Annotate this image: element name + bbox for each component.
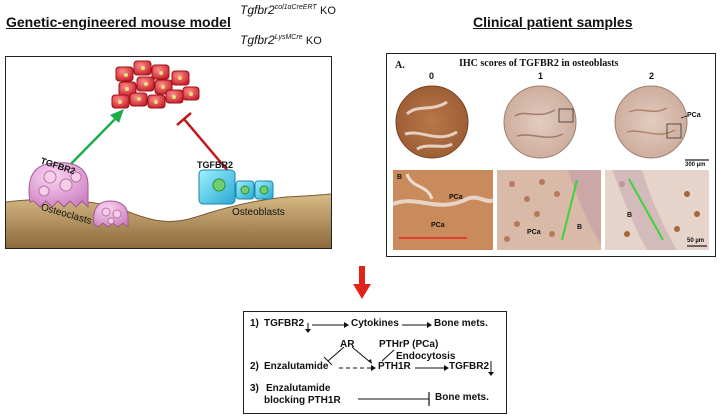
down-arrow	[353, 266, 371, 299]
mechanism-summary-box: 1) TGFBR2 Cytokines Bone mets. AR PTHrP …	[243, 311, 507, 414]
step-2-number: 2)	[250, 361, 259, 372]
panel-letter: A.	[395, 60, 405, 71]
b-label-0: B	[397, 174, 403, 181]
core-score-1	[503, 85, 577, 159]
activate-arrow	[65, 114, 120, 170]
step-2-pthrp: PTHrP (PCa)	[379, 339, 439, 350]
ihc-micrographs	[392, 85, 709, 250]
step-2-tgfbr2: TGFBR2	[449, 361, 489, 372]
pca-label-1: PCa	[527, 229, 541, 236]
step-1-number: 1)	[250, 318, 259, 329]
pca-label-top: PCa	[687, 112, 701, 119]
gene-base: Tgfbr2	[240, 33, 275, 47]
green-bone-marker	[628, 178, 664, 241]
bone-surface	[6, 194, 331, 248]
mechanism-arrows	[305, 322, 494, 406]
osteoblasts-label: Osteoblasts	[232, 207, 285, 218]
mouse-model-panel: TGFBR2 TGFBR2 Osteoclasts Osteoblasts	[5, 56, 332, 249]
ko-label: KO	[320, 5, 336, 17]
score-label-1: 1	[538, 71, 544, 81]
scale-label-bottom: 50 µm	[687, 238, 705, 244]
osteoclast-large	[28, 162, 89, 209]
score-label-2: 2	[649, 71, 655, 81]
mouse-model-illustration	[6, 60, 331, 248]
core-score-2	[614, 85, 688, 159]
inhibit-line	[183, 118, 229, 172]
clinical-ihc-panel: A. IHC scores of TGFBR2 in osteoblasts 0…	[386, 53, 716, 257]
osteoblast-cells	[198, 169, 274, 205]
ihc-header: IHC scores of TGFBR2 in osteoblasts	[459, 58, 619, 69]
tumor-cell-cluster	[111, 60, 200, 109]
clinical-samples-title: Clinical patient samples	[473, 14, 633, 30]
zoom-score-0	[393, 170, 493, 250]
gene-label-osteoclast-ko: Tgfbr2LysMCre KO	[240, 33, 322, 47]
step-2-enzalutamide: Enzalutamide	[264, 361, 329, 372]
gene-label-osteoblast-ko: Tgfbr2col1αCreERT KO	[240, 3, 336, 17]
b-label-2: B	[627, 212, 633, 219]
b-label-1: B	[577, 224, 583, 231]
pca-label-0a: PCa	[449, 194, 463, 201]
step-3-number: 3)	[250, 383, 259, 394]
gene-superscript: col1αCreERT	[274, 4, 317, 11]
step-1-bone-mets: Bone mets.	[434, 318, 488, 329]
step-2-pth1r: PTH1R	[378, 361, 411, 372]
score-label-0: 0	[429, 71, 435, 81]
tgfbr2-osteoblast-label: TGFBR2	[197, 160, 233, 170]
gene-superscript: LysMCre	[274, 34, 303, 41]
step-1-cytokines: Cytokines	[351, 318, 399, 329]
step-3-enzalutamide: Enzalutamide	[266, 383, 331, 394]
pca-label-0b: PCa	[431, 222, 445, 229]
mouse-model-title: Genetic-engineered mouse model	[6, 14, 231, 30]
osteoclast-small	[93, 200, 129, 229]
scale-label-top: 300 µm	[685, 162, 706, 168]
core-score-0	[395, 85, 469, 159]
step-1-tgfbr2: TGFBR2	[264, 318, 304, 329]
green-bone-marker	[561, 179, 578, 241]
step-3-blocking: blocking PTH1R	[264, 395, 341, 406]
step-3-bone-mets: Bone mets.	[435, 392, 489, 403]
gene-base: Tgfbr2	[240, 3, 275, 17]
step-2-ar: AR	[340, 339, 355, 350]
step-2-endocytosis: Endocytosis	[396, 351, 456, 362]
ko-label: KO	[305, 35, 322, 47]
